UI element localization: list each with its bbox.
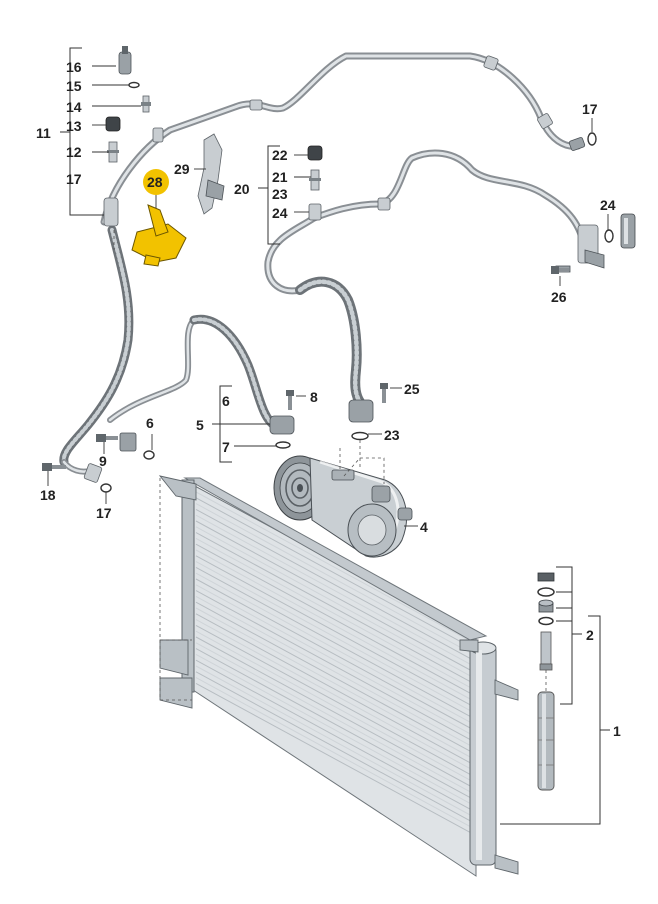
- label-23-lower: 23: [384, 427, 400, 443]
- drier-cartridge-assembly: [537, 572, 555, 791]
- o-ring-17-lower: [100, 483, 112, 493]
- label-14: 14: [66, 99, 82, 115]
- right-fitting-block: [555, 213, 636, 273]
- bracket-28-highlighted: [131, 204, 187, 267]
- callout-lines: [47, 47, 610, 825]
- label-25: 25: [404, 381, 420, 397]
- label-6-upper: 6: [222, 393, 230, 409]
- bolt-18: [42, 463, 66, 471]
- label-9: 9: [99, 453, 107, 469]
- label-17-lower: 17: [96, 505, 112, 521]
- valve-14: [141, 95, 151, 113]
- cap-13: [105, 116, 121, 132]
- bolt-25: [380, 383, 388, 403]
- cap-22: [307, 145, 323, 161]
- label-26: 26: [551, 289, 567, 305]
- label-24-right: 24: [600, 197, 616, 213]
- refrigerant-lines: [59, 52, 589, 475]
- o-ring-7: [275, 441, 291, 449]
- label-21: 21: [272, 169, 288, 185]
- label-23-upper: 23: [272, 186, 288, 202]
- label-17-left: 17: [66, 171, 82, 187]
- bolt-8: [286, 390, 294, 410]
- label-1: 1: [613, 723, 621, 739]
- pressure-sensor-16: [118, 46, 132, 75]
- condenser: [158, 475, 519, 877]
- label-8: 8: [310, 389, 318, 405]
- label-6-lower: 6: [146, 415, 154, 431]
- label-11: 11: [36, 125, 51, 141]
- label-5: 5: [196, 417, 204, 433]
- label-28: 28: [147, 174, 163, 190]
- label-13: 13: [66, 118, 82, 134]
- compressor: [273, 455, 413, 558]
- label-29: 29: [174, 161, 190, 177]
- o-ring-6: [143, 450, 155, 460]
- bracket-29: [197, 133, 225, 215]
- bolt-9: [96, 434, 118, 442]
- o-ring-17-top: [587, 132, 597, 146]
- label-16: 16: [66, 59, 82, 75]
- label-18: 18: [40, 487, 56, 503]
- part-labels: 16 15 14 13 11 12 17 28 29 17 22 21 20 2…: [36, 59, 621, 739]
- condenser-fins: [195, 491, 473, 834]
- o-ring-23: [351, 431, 369, 441]
- bolt-26: [551, 266, 569, 274]
- label-28-highlight-badge: [143, 169, 169, 195]
- assembly-lines: [113, 230, 385, 701]
- small-parts: [42, 46, 636, 493]
- label-12: 12: [66, 144, 82, 160]
- label-4: 4: [420, 519, 428, 535]
- valve-21: [309, 169, 321, 191]
- label-24-left: 24: [272, 205, 288, 221]
- label-7: 7: [222, 439, 230, 455]
- o-ring-15: [128, 81, 140, 89]
- label-20: 20: [234, 181, 250, 197]
- label-22: 22: [272, 147, 288, 163]
- label-17-top-right: 17: [582, 101, 598, 117]
- label-2: 2: [586, 627, 594, 643]
- label-15: 15: [66, 78, 82, 94]
